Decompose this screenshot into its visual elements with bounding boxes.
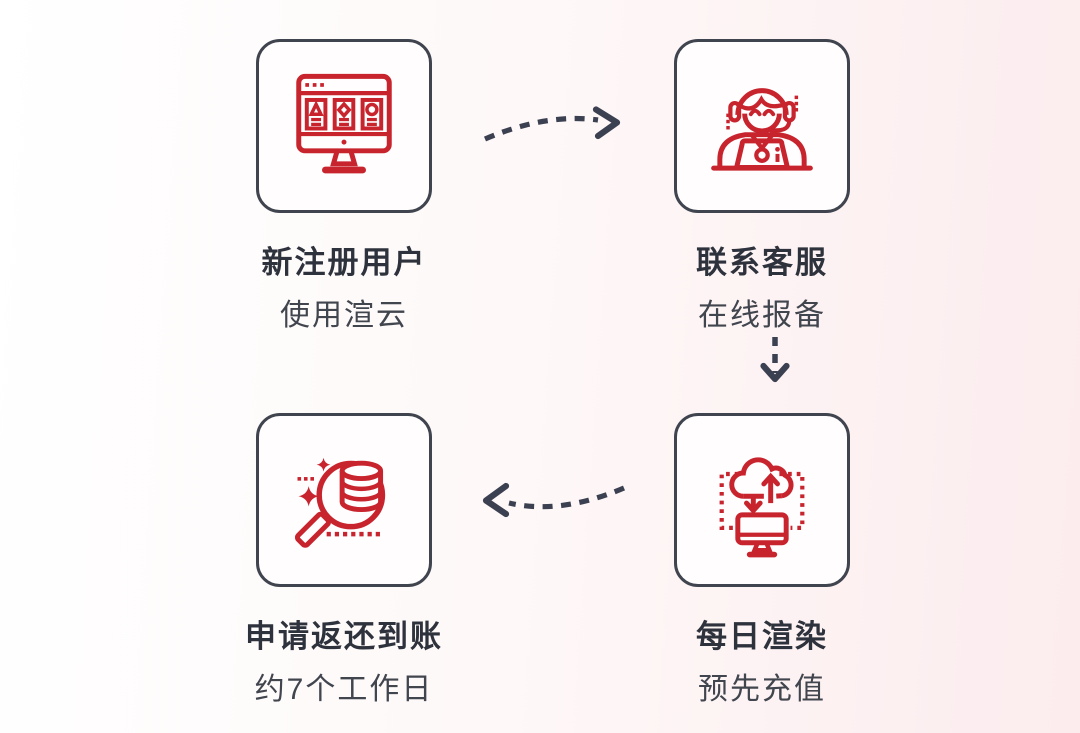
step-subtitle: 预先充值 [698, 673, 826, 706]
step-subtitle: 在线报备 [698, 299, 826, 332]
step-refund: 申请返还到账 约7个工作日 [224, 413, 464, 708]
step-title: 每日渲染 [696, 619, 828, 654]
step-title: 联系客服 [696, 245, 828, 280]
step-contact-support: 联系客服 在线报备 [642, 39, 882, 334]
step-card [256, 39, 432, 213]
step-card [674, 39, 850, 213]
step-subtitle: 使用渲云 [280, 299, 408, 332]
step-new-user: 新注册用户 使用渲云 [224, 39, 464, 334]
monitor-webpage-icon [296, 73, 392, 174]
arrow-step2-to-step3 [755, 333, 795, 395]
step-subtitle: 约7个工作日 [254, 673, 434, 706]
step-title: 申请返还到账 [245, 619, 443, 654]
magnifier-coins-icon [294, 457, 386, 548]
step-title: 新注册用户 [261, 245, 427, 280]
arrow-step3-to-step4 [478, 477, 630, 525]
step-card [674, 413, 850, 587]
arrow-step1-to-step2 [478, 106, 628, 152]
step-daily-render: 每日渲染 预先充值 [642, 413, 882, 708]
cloud-sync-monitor-icon [719, 457, 805, 558]
step-card [256, 413, 432, 587]
support-agent-icon [711, 88, 813, 171]
